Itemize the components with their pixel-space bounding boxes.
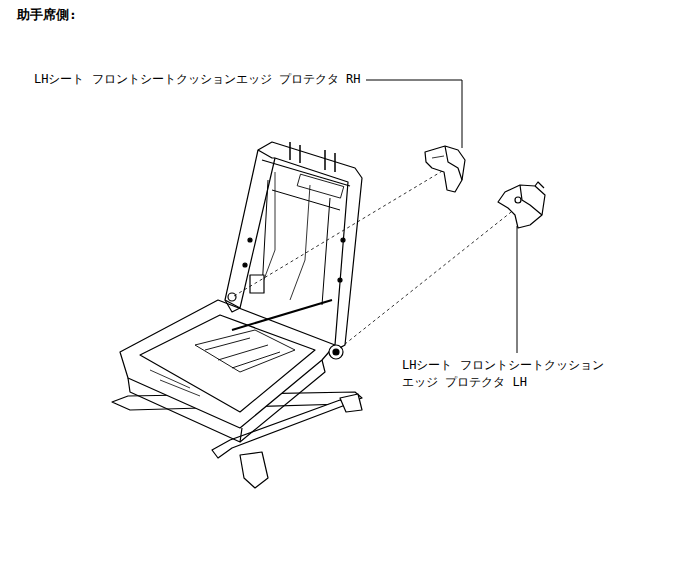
diagram-title: 助手席側: xyxy=(16,6,78,23)
seat-cushion-frame xyxy=(120,300,335,442)
seat-back-frame xyxy=(225,142,362,359)
edge-protector-lh xyxy=(498,182,545,228)
edge-protector-rh xyxy=(425,146,465,192)
part-name: LHシート フロントシートクッション エッジ プロテクタ LH xyxy=(401,357,618,391)
part-name: LHシート フロントシートクッションエッジ プロテクタ RH xyxy=(33,71,362,88)
assembly-guide-lines xyxy=(234,170,520,348)
leader-lines xyxy=(366,80,517,353)
